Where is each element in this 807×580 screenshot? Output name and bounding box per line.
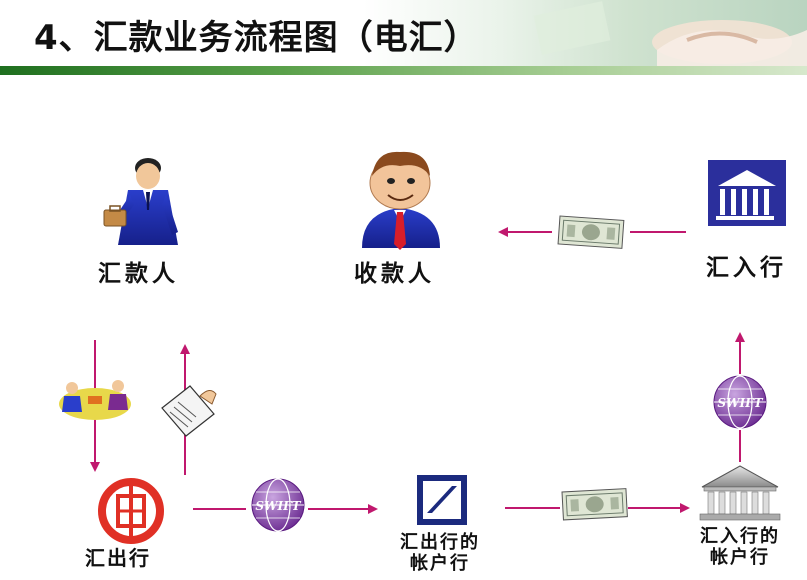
payee-label: 收款人 [354,261,435,287]
receiving-account-bank-label-line2: 帐户行 [710,547,770,568]
remitting-bank-logo-icon [98,478,164,544]
remitter-label: 汇款人 [98,261,179,287]
money-bill-icon [557,215,625,249]
meeting-people-icon [59,380,131,420]
swift-label: SWIFT [717,396,763,410]
header-bar [0,66,807,75]
receiving-bank-label: 汇入行 [706,255,787,281]
receiving-account-bank-label: 汇入行的 帐户行 [690,526,790,568]
remitter-person-icon [103,158,178,245]
swift-globe-icon: SWIFT [713,375,767,429]
document-sign-icon [161,385,217,437]
receiving-bank-icon [708,160,786,226]
receiving-account-bank-icon [699,465,781,521]
swift-label: SWIFT [255,499,301,513]
remitting-bank-label: 汇出行 [85,546,151,570]
handshake-icon [533,1,807,66]
page-title: 4、汇款业务流程图（电汇） [34,18,479,58]
remitting-account-bank-label-line1: 汇出行的 [400,532,480,553]
title-header: 4、汇款业务流程图（电汇） [0,0,807,75]
remitting-account-bank-label: 汇出行的 帐户行 [395,532,485,574]
swift-globe-icon: SWIFT [251,478,305,532]
remitting-account-bank-logo-icon [417,475,467,525]
money-bill-icon [561,488,628,521]
payee-person-icon [362,151,440,250]
receiving-account-bank-label-line1: 汇入行的 [700,526,780,547]
remitting-account-bank-label-line2: 帐户行 [410,553,470,574]
